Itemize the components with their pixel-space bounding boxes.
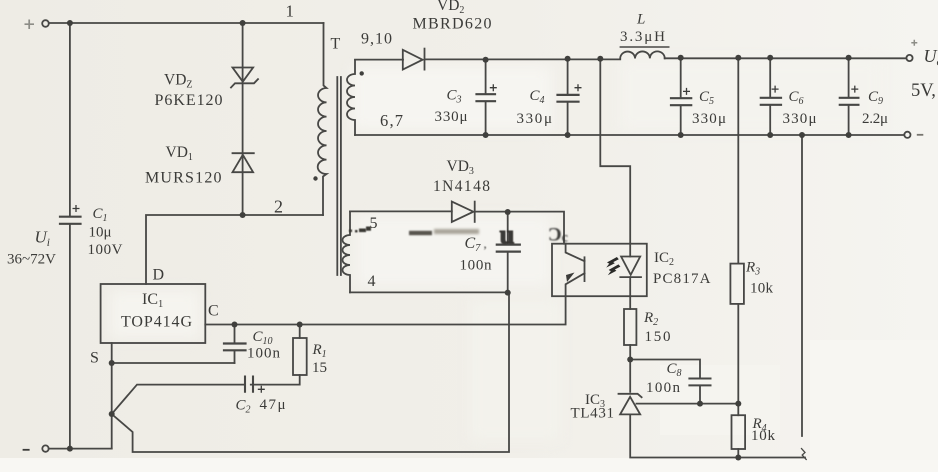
svg-text:VDZ: VDZ bbox=[164, 72, 193, 91]
svg-text:VD1: VD1 bbox=[166, 144, 193, 163]
svg-text:10μ: 10μ bbox=[89, 225, 112, 241]
svg-text:4: 4 bbox=[368, 273, 376, 290]
svg-text:2.2μ: 2.2μ bbox=[862, 111, 888, 127]
svg-text:10k: 10k bbox=[751, 428, 776, 444]
svg-text:100n: 100n bbox=[646, 380, 681, 396]
svg-text:6,7: 6,7 bbox=[380, 111, 403, 130]
svg-text:330μ: 330μ bbox=[692, 111, 726, 127]
svg-text:MURS120: MURS120 bbox=[145, 170, 222, 187]
svg-text:VD2: VD2 bbox=[437, 0, 464, 16]
svg-text:1N4148: 1N4148 bbox=[433, 178, 490, 195]
svg-text:P6KE120: P6KE120 bbox=[155, 92, 223, 109]
svg-text:5V,: 5V, bbox=[911, 81, 936, 101]
svg-text:15: 15 bbox=[312, 360, 327, 376]
svg-text:100n: 100n bbox=[247, 346, 281, 362]
svg-text:S: S bbox=[90, 350, 99, 367]
svg-text:PC817A: PC817A bbox=[653, 271, 711, 287]
svg-text:9,10: 9,10 bbox=[361, 31, 392, 48]
svg-text:,: , bbox=[484, 236, 487, 251]
svg-text:TL431: TL431 bbox=[571, 406, 615, 422]
svg-text:150: 150 bbox=[645, 329, 671, 345]
svg-text:330μ: 330μ bbox=[435, 109, 468, 125]
svg-text:TOP414G: TOP414G bbox=[121, 314, 192, 331]
svg-text:Ui: Ui bbox=[35, 228, 50, 250]
svg-text:2: 2 bbox=[274, 197, 283, 217]
svg-text:10k: 10k bbox=[750, 281, 774, 297]
svg-text:100V: 100V bbox=[88, 242, 123, 258]
svg-text:5: 5 bbox=[370, 215, 378, 232]
svg-text:T: T bbox=[331, 36, 341, 53]
svg-text:VD3: VD3 bbox=[447, 158, 474, 177]
svg-text:330μ: 330μ bbox=[783, 111, 817, 127]
svg-text:Ͻc: Ͻc bbox=[548, 225, 568, 246]
svg-text:Uo: Uo bbox=[924, 46, 938, 69]
svg-text:C: C bbox=[208, 303, 219, 320]
svg-text:36~72V: 36~72V bbox=[7, 252, 56, 268]
svg-text:100n: 100n bbox=[460, 258, 493, 274]
svg-text:MBRD620: MBRD620 bbox=[413, 16, 492, 33]
svg-text:330μ: 330μ bbox=[517, 111, 553, 127]
svg-text:D: D bbox=[153, 267, 165, 284]
svg-text:IC1: IC1 bbox=[142, 291, 163, 310]
svg-text:1: 1 bbox=[286, 2, 295, 21]
svg-text:u: u bbox=[500, 220, 515, 250]
svg-text:47μ: 47μ bbox=[260, 397, 286, 413]
svg-text:L: L bbox=[636, 12, 645, 28]
